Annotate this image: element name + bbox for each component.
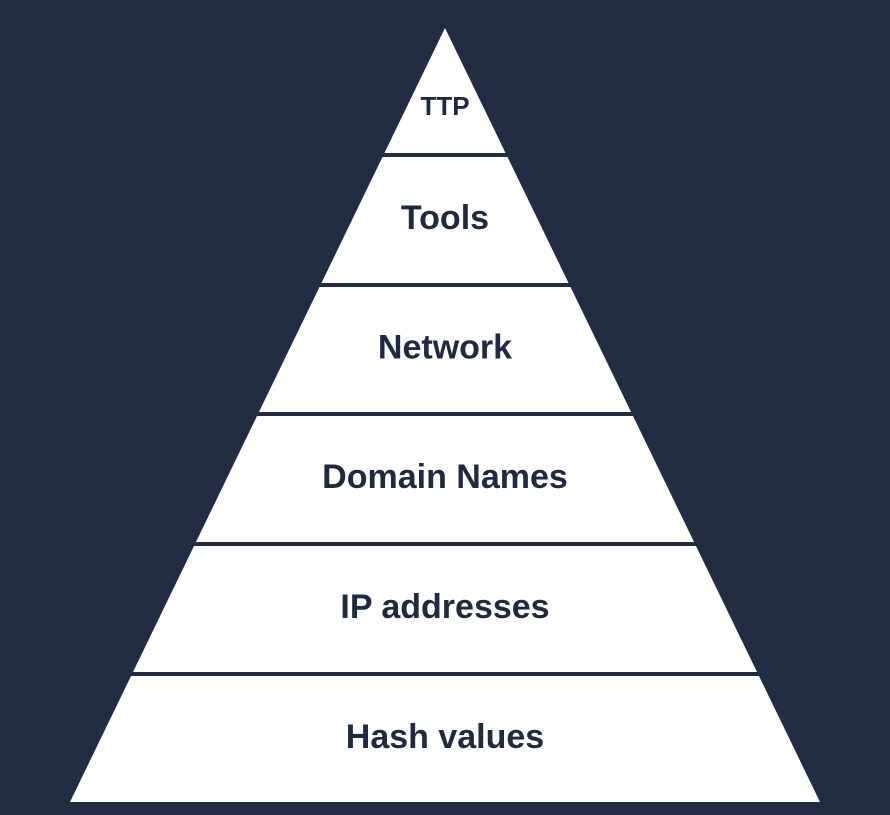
tier-hash-values-label: Hash values — [346, 718, 544, 756]
tier-network-shape — [258, 287, 632, 412]
tier-network: Network — [258, 287, 632, 412]
tier-tools: Tools — [321, 157, 569, 283]
tier-ip-addresses-label: IP addresses — [340, 588, 549, 626]
tier-ttp-shape — [384, 28, 506, 153]
tier-hash-values: Hash values — [70, 676, 820, 802]
tier-ip-addresses-shape — [132, 546, 758, 672]
tier-hash-values-shape — [70, 676, 820, 802]
tier-ip-addresses: IP addresses — [132, 546, 758, 672]
tier-tools-shape — [321, 157, 569, 283]
tier-ttp: TTP — [384, 28, 506, 153]
tier-network-label: Network — [378, 328, 512, 366]
tier-ttp-label: TTP — [420, 91, 469, 121]
tier-tools-label: Tools — [401, 199, 489, 237]
tier-domain-names-label: Domain Names — [322, 458, 568, 496]
tier-domain-names: Domain Names — [195, 416, 695, 542]
tier-domain-names-shape — [195, 416, 695, 542]
